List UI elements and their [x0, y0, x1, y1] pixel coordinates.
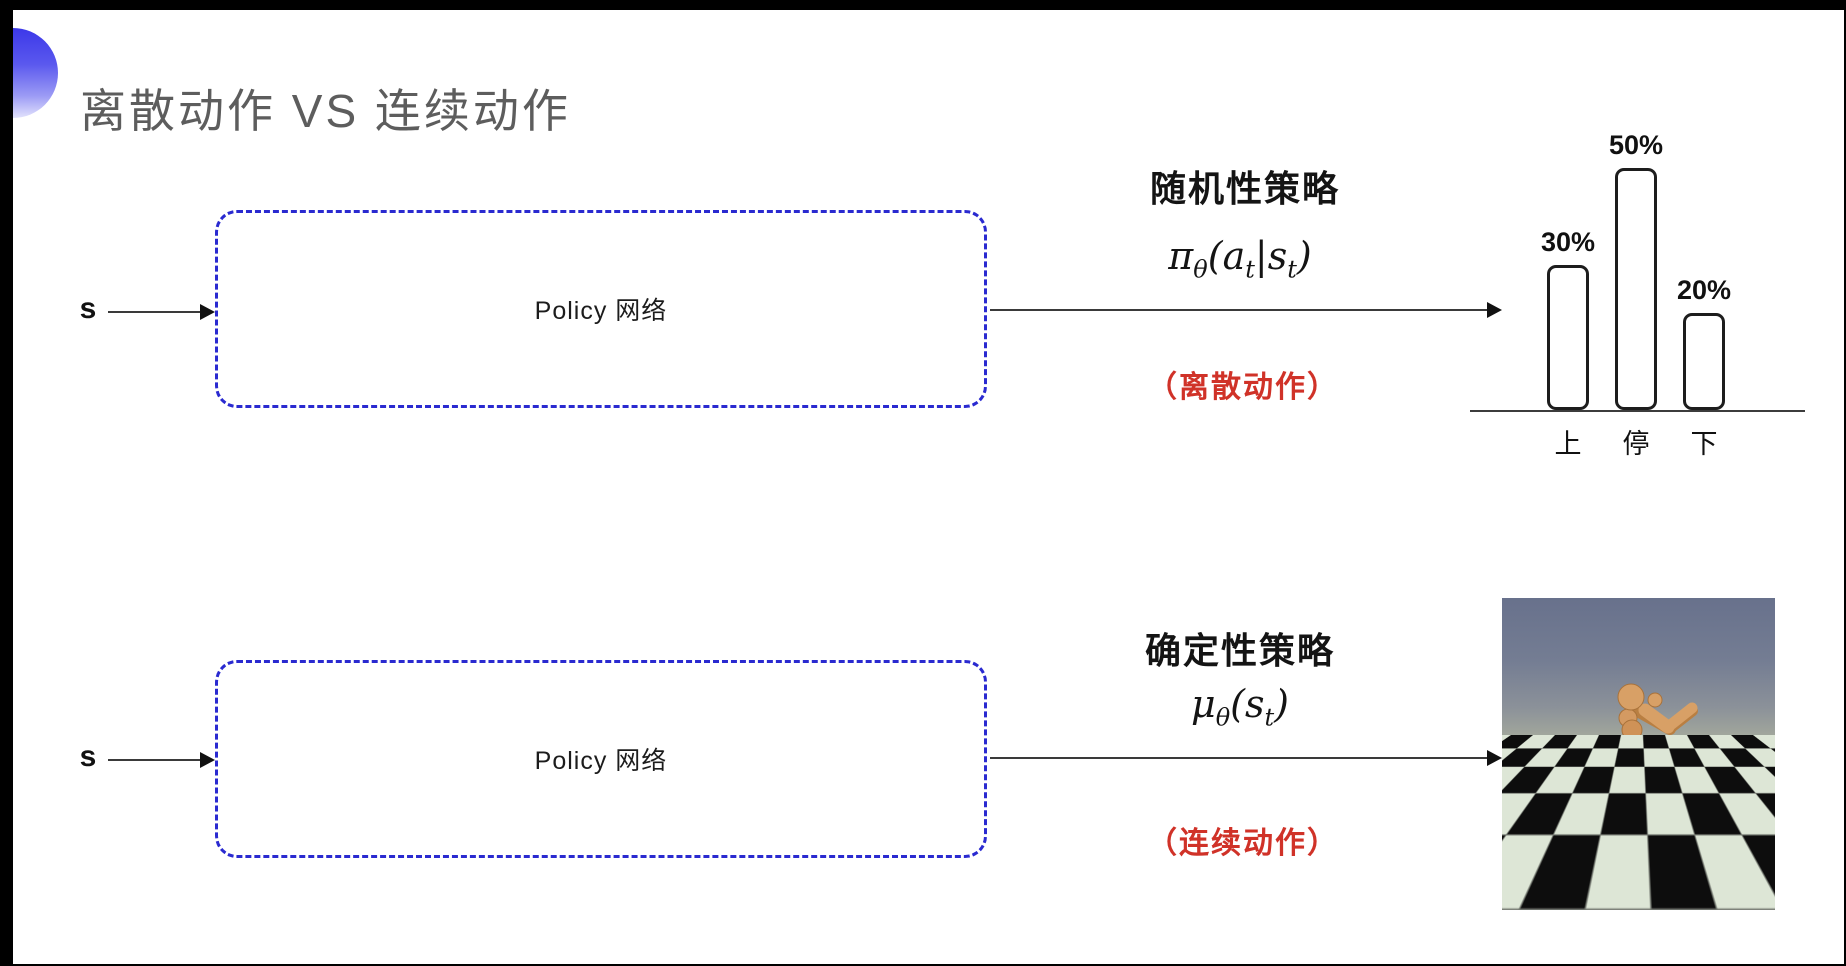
arrow-line	[108, 311, 202, 313]
bar-value-label: 20%	[1676, 275, 1732, 305]
arrow-line	[990, 309, 1489, 311]
discrete-action-note: （离散动作）	[1147, 371, 1339, 404]
probability-bar	[1547, 265, 1589, 410]
formula-arg2: s	[1267, 234, 1288, 278]
formula-pipe: |	[1254, 234, 1268, 278]
action-probability-chart: 30% 上 50% 停 20% 下	[1470, 100, 1810, 470]
arrow-head-icon	[1487, 750, 1502, 766]
arrow-line	[990, 757, 1489, 759]
bar-category-label: 上	[1554, 429, 1582, 459]
formula-arg1: s	[1244, 682, 1265, 726]
formula-arg1-subscript: t	[1245, 255, 1255, 284]
formula-arg2-subscript: t	[1287, 255, 1297, 284]
formula-symbol-subscript: θ	[1193, 255, 1208, 284]
policy-network-box-discrete: Policy 网络	[215, 210, 987, 408]
frame-edge-right	[1844, 0, 1846, 966]
arrow-head-icon	[200, 304, 215, 320]
formula-symbol: π	[1168, 234, 1194, 278]
continuous-action-note: （连续动作）	[1147, 827, 1339, 860]
probability-bar	[1683, 313, 1725, 410]
arrow-line	[108, 759, 202, 761]
policy-network-box-continuous: Policy 网络	[215, 660, 987, 858]
bar-value-label: 30%	[1540, 227, 1596, 257]
arrow-state-to-policy-continuous	[108, 752, 215, 768]
bar-category-label: 停	[1622, 429, 1650, 459]
frame-edge-bottom	[0, 964, 1846, 966]
bar-category-label: 下	[1690, 429, 1718, 459]
humanoid-figure	[1586, 683, 1698, 864]
bar-value-label: 50%	[1608, 130, 1664, 160]
policy-network-label: Policy 网络	[534, 747, 668, 775]
formula-symbol-subscript: θ	[1215, 703, 1231, 732]
stochastic-policy-formula: πθ(at|st)	[1080, 234, 1400, 284]
arrow-head-icon	[1487, 302, 1502, 318]
probability-bar	[1615, 168, 1657, 410]
formula-arg1: a	[1222, 234, 1246, 278]
deterministic-policy-title: 确定性策略	[1144, 630, 1335, 671]
deterministic-policy-formula: μθ(st)	[1080, 682, 1400, 732]
chart-baseline	[1470, 410, 1805, 412]
arrow-policy-to-robot	[990, 750, 1502, 766]
frame-edge-left	[0, 0, 13, 966]
formula-open-paren: (	[1207, 234, 1223, 278]
humanoid-simulation-image	[1502, 598, 1775, 910]
state-label-discrete: s	[79, 292, 97, 325]
floor-reflection	[1572, 878, 1702, 904]
formula-close-paren: )	[1274, 682, 1289, 726]
stochastic-policy-title: 随机性策略	[1149, 168, 1340, 209]
formula-open-paren: (	[1230, 682, 1245, 726]
frame-edge-top	[0, 0, 1846, 10]
arrow-head-icon	[200, 752, 215, 768]
formula-symbol: μ	[1191, 682, 1216, 726]
arrow-policy-to-chart	[990, 302, 1502, 318]
policy-network-label: Policy 网络	[534, 297, 668, 325]
formula-arg1-subscript: t	[1264, 703, 1275, 732]
state-label-continuous: s	[79, 740, 97, 773]
page-title: 离散动作 VS 连续动作	[80, 84, 571, 137]
arrow-state-to-policy-discrete	[108, 304, 215, 320]
formula-close-paren: )	[1296, 234, 1312, 278]
